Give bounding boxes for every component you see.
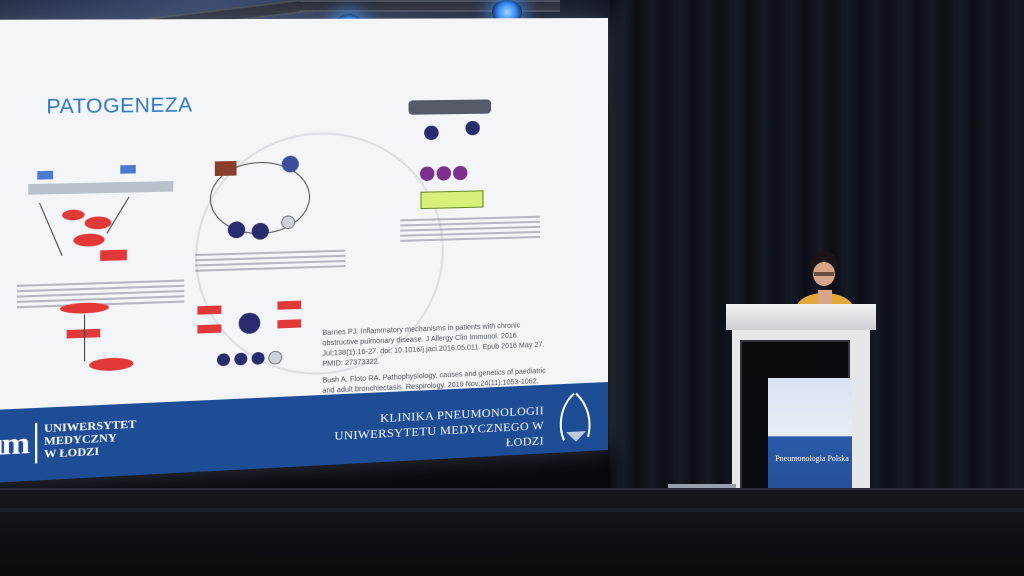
university-name: UNIWERSYTET MEDYCZNY W ŁODZI [44,418,136,461]
figure-caption [400,216,540,245]
stage-floor [0,488,1024,576]
conference-poster: Pneumonologia Polska [768,378,852,506]
figure-network [191,284,310,382]
figure-ageing [28,296,140,385]
slide-title: PATOGENEZA [46,95,192,120]
figure-eosinophilic [400,71,513,215]
projection-screen: PATOGENEZA [0,18,608,484]
poster-title: Pneumonologia Polska [772,454,852,463]
reference-item: Barnes PJ. Inflammatory mechanisms in pa… [322,320,550,370]
stage-edge [0,508,1024,512]
figure-cell-cycle [195,143,324,250]
slide-banner: um UNIWERSYTET MEDYCZNY W ŁODZI KLINIKA … [0,382,608,484]
lectern-display: Pneumonologia Polska [740,340,850,510]
lung-emblem-icon [554,391,596,449]
lectern-top [726,304,876,330]
university-logo: um [0,425,28,464]
figure-pathway [17,158,184,279]
logo-divider [35,423,37,464]
clinic-name: KLINIKA PNEUMONOLOGII UNIWERSYTETU MEDYC… [303,403,544,461]
